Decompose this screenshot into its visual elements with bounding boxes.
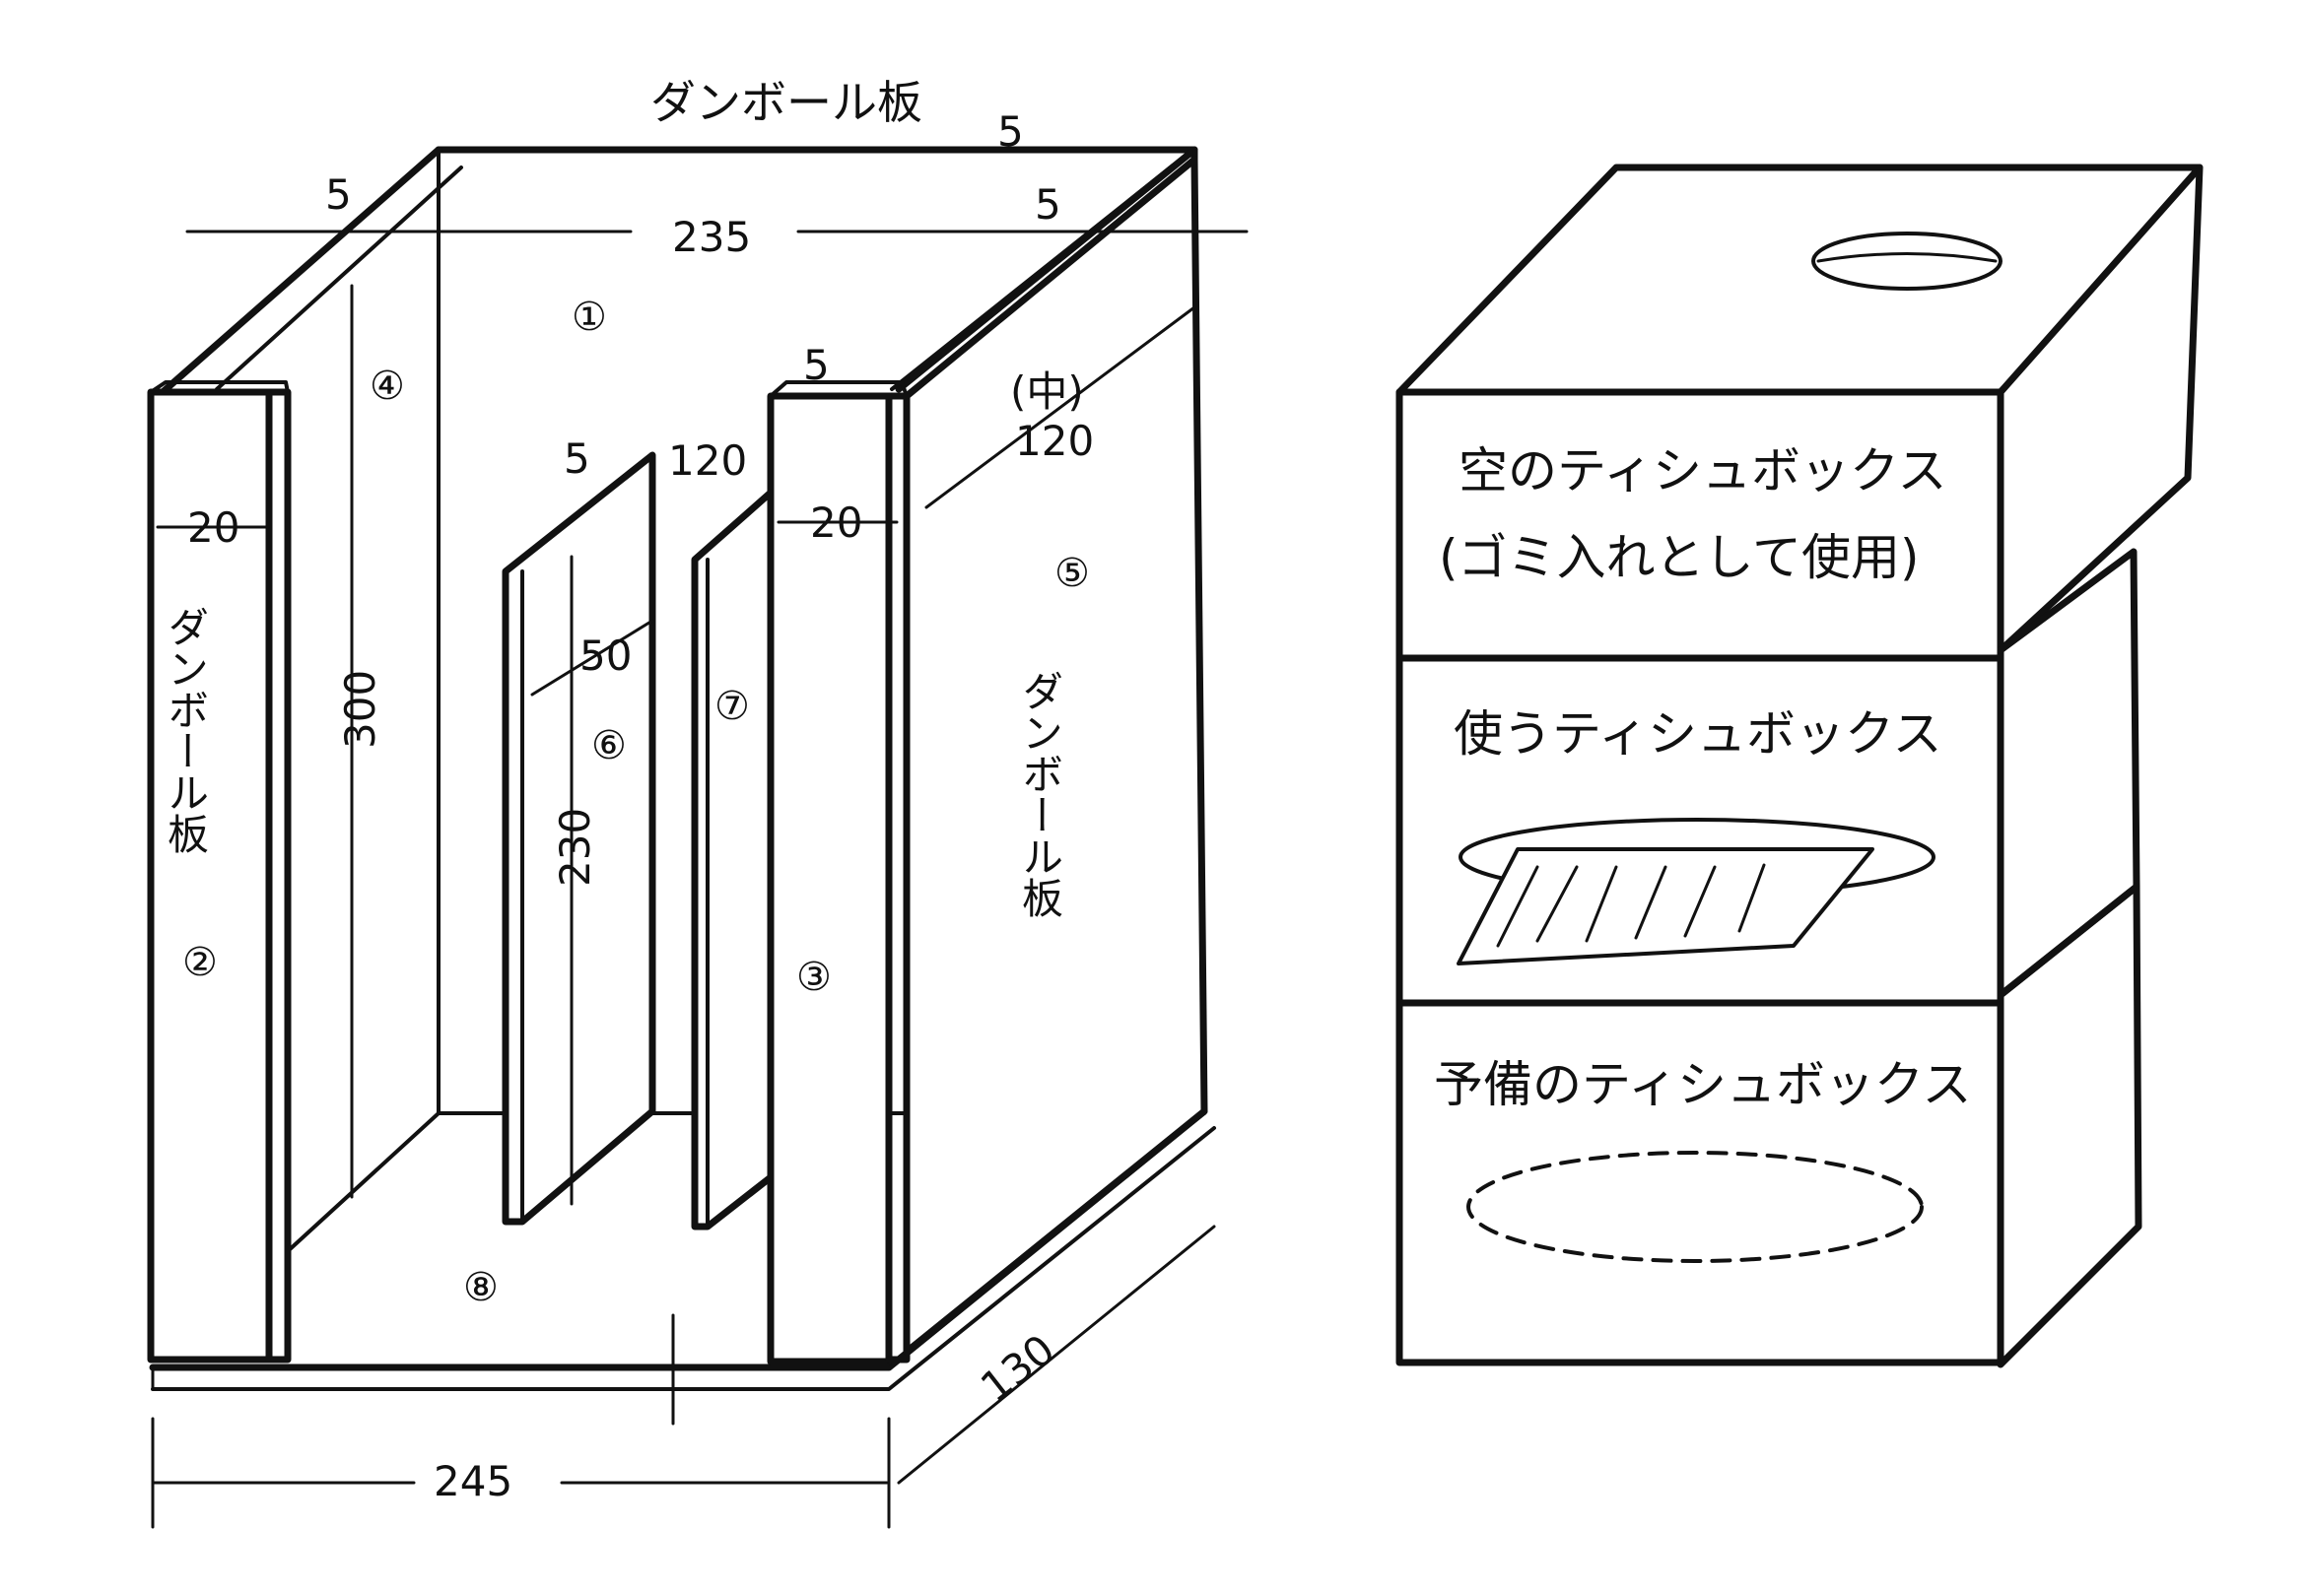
small-panel-7 (691, 489, 775, 1230)
box-top-label-line2: (ゴミ入れとして使用) (1439, 529, 1920, 586)
floor-bottom-edge (151, 1126, 1216, 1391)
top-right-depth-inner (890, 164, 1175, 391)
box-top-label-line1: 空のティシュボックス (1459, 442, 1947, 499)
part-6: ⑥ (591, 723, 627, 768)
part-5: ⑤ (1054, 551, 1090, 596)
box-top (1395, 388, 2004, 662)
floor-left-inner (286, 1111, 441, 1253)
dim-50-line (530, 619, 654, 697)
dim-inner-width: 235 (672, 213, 751, 261)
top-left-depth-inner (215, 166, 463, 391)
part-2: ② (182, 940, 218, 985)
small-panel-6 (502, 451, 656, 1226)
box-bottom (1395, 999, 2004, 1366)
part-3: ③ (796, 955, 832, 1000)
box-middle-label: 使うティシュボックス (1454, 705, 1942, 763)
big-side-panel (903, 156, 1208, 1356)
top-box-side (1997, 164, 2204, 654)
left-panel-label: ダンボール板 (162, 606, 210, 854)
box-bottom-label: 予備のティシュボックス (1434, 1056, 1972, 1113)
dim-divider-thickness: 5 (803, 341, 830, 389)
dim-right-panel-width: 20 (810, 499, 862, 547)
dim-height: 300 (336, 670, 384, 749)
tissue-folds (1496, 863, 1766, 948)
dim-mid-depth: 120 (1015, 417, 1094, 465)
bottom-box-opening-dashed (1466, 1151, 1924, 1263)
top-left-depth-edge (159, 146, 442, 396)
top-tissue-slit (1816, 252, 1998, 263)
part-7: ⑦ (714, 684, 750, 729)
right-panel-label: ダンボール板 (1016, 670, 1064, 918)
dim-130-line (897, 1225, 1216, 1485)
bottom-box-side (1997, 883, 2142, 1368)
organizer-drawing (147, 146, 1216, 1391)
dimension-lines (151, 230, 1249, 1529)
tissue-box-stack (1395, 164, 2204, 1368)
dim-thickness-top-right-2: 5 (1035, 180, 1061, 229)
left-panel-top (149, 380, 290, 394)
top-tissue-opening (1811, 232, 2003, 291)
part-4: ④ (370, 364, 405, 409)
dim-small-thickness: 5 (564, 434, 590, 483)
top-label: ダンボール板 (650, 76, 922, 129)
middle-box-side (1997, 548, 2140, 999)
right-panel-top (769, 380, 909, 398)
part-8: ⑧ (463, 1265, 499, 1310)
left-panel-side (265, 388, 292, 1363)
dim-mid-120-line (924, 305, 1196, 509)
part-1: ① (572, 295, 607, 340)
right-panel-front (767, 392, 893, 1365)
dim-small-height: 230 (551, 808, 599, 887)
dim-small-depth: 120 (668, 436, 747, 485)
dim-thickness-top-right-1: 5 (997, 107, 1024, 156)
stack-top-face (1395, 164, 2204, 396)
dim-small-inset: 50 (579, 632, 632, 680)
dim-mid-label: (中) (1010, 367, 1084, 416)
dim-outer-width: 245 (434, 1457, 512, 1505)
dim-depth: 130 (972, 1325, 1063, 1412)
left-panel-front (147, 388, 273, 1363)
dim-left-panel-width: 20 (187, 503, 239, 552)
tissue-sheet (1457, 847, 1874, 965)
dim-thickness-top-left: 5 (325, 170, 352, 219)
